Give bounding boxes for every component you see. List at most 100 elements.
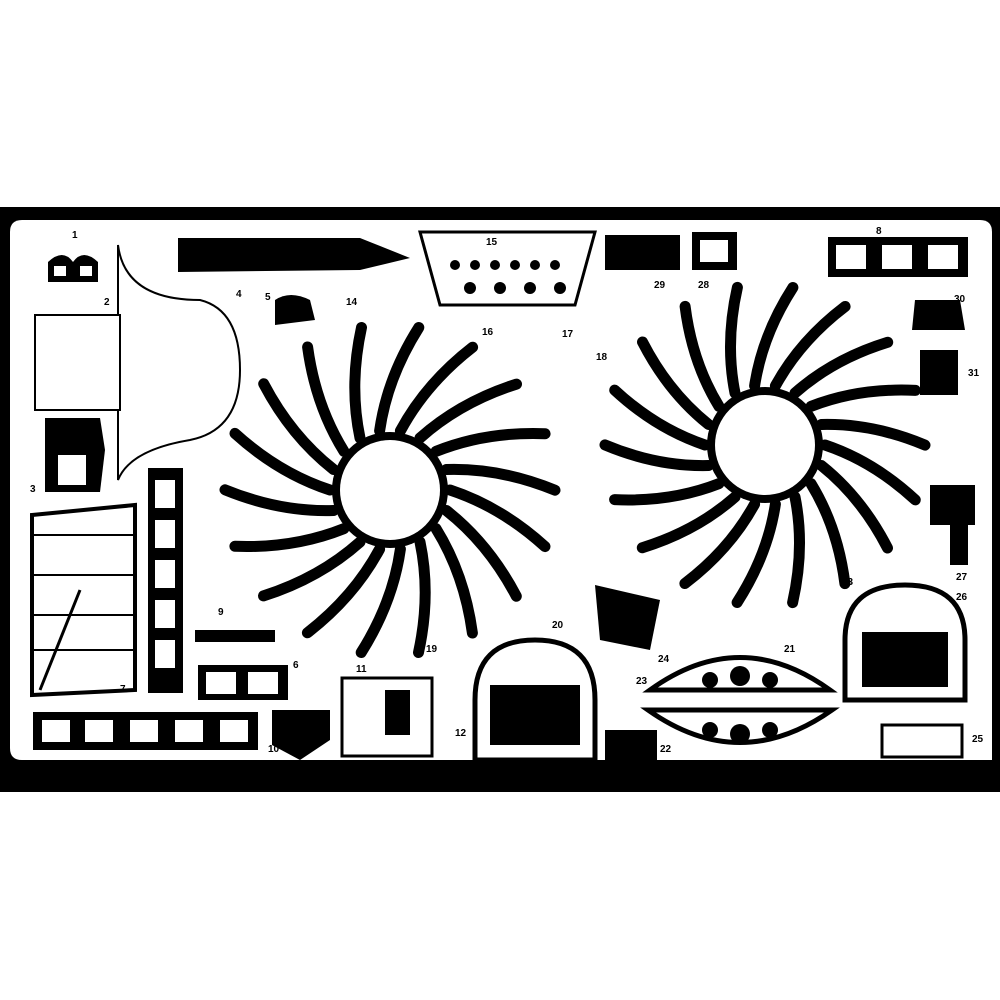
part-5 bbox=[275, 295, 315, 325]
part-3-window bbox=[58, 455, 86, 485]
part-12-bulkhead bbox=[472, 637, 598, 763]
exhaust-stack bbox=[815, 460, 893, 554]
exhaust-stack bbox=[787, 491, 806, 609]
exhaust-stack bbox=[805, 478, 851, 590]
exhaust-stack bbox=[440, 463, 561, 496]
exhaust-stack bbox=[355, 543, 406, 658]
label-13: 13 bbox=[842, 577, 854, 588]
exhaust-stack bbox=[599, 439, 715, 472]
exhaust-stack bbox=[430, 523, 478, 639]
label-28: 28 bbox=[698, 280, 710, 291]
exhaust-stack bbox=[229, 523, 350, 553]
label-18: 18 bbox=[596, 352, 608, 363]
exhaust-stack bbox=[609, 384, 711, 451]
label-11: 11 bbox=[356, 664, 367, 675]
label-3: 3 bbox=[30, 484, 36, 495]
part-10 bbox=[272, 710, 330, 760]
label-1: 1 bbox=[72, 230, 78, 241]
label-6: 6 bbox=[293, 660, 299, 671]
exhaust-stack bbox=[440, 505, 522, 602]
part-4 bbox=[178, 238, 410, 272]
engine-cowl-left bbox=[219, 322, 561, 658]
exhaust-stack bbox=[374, 322, 425, 437]
label-8: 8 bbox=[876, 226, 882, 237]
exhaust-stack bbox=[430, 427, 551, 457]
exhaust-stack bbox=[636, 491, 741, 554]
label-20: 20 bbox=[552, 620, 564, 631]
exhaust-stack bbox=[819, 439, 921, 506]
exhaust-stack bbox=[724, 281, 743, 399]
exhaust-stack bbox=[637, 336, 715, 430]
origin: Made in Czech Republic bbox=[732, 771, 858, 783]
exhaust-stack bbox=[679, 498, 761, 589]
label-4: 4 bbox=[236, 289, 242, 300]
part-30 bbox=[912, 300, 965, 330]
label-5: 5 bbox=[265, 292, 271, 303]
copyright: (c)1996 bbox=[900, 771, 938, 783]
label-31: 31 bbox=[968, 368, 980, 379]
exhaust-stack bbox=[229, 427, 336, 496]
part-8-strip-top bbox=[828, 237, 968, 277]
part-21-covers bbox=[640, 655, 840, 745]
fret-window bbox=[10, 220, 992, 760]
label-26: 26 bbox=[956, 592, 968, 603]
exhaust-stack bbox=[302, 341, 350, 457]
exhaust-stack bbox=[609, 478, 725, 506]
exhaust-stack bbox=[258, 378, 340, 475]
model-name: F7F3 TIGERCAT bbox=[168, 767, 296, 784]
engine-cowl-right bbox=[599, 281, 931, 609]
exhaust-stack bbox=[258, 536, 366, 602]
exhaust-stack bbox=[413, 536, 431, 658]
exhaust-stack bbox=[731, 498, 781, 608]
fret-caption: 48 178 F7F3 TIGERCAT EDUARD M.A.Ltd Made… bbox=[48, 767, 938, 784]
exhaust-stack bbox=[301, 543, 386, 639]
part-15 bbox=[418, 230, 597, 307]
part-8-strip-horizontal bbox=[33, 712, 258, 750]
part-11-panel bbox=[340, 676, 434, 758]
part-25 bbox=[880, 723, 964, 759]
part-8-strip-vertical bbox=[148, 468, 183, 693]
label-19: 19 bbox=[426, 644, 438, 655]
part-6 bbox=[195, 630, 288, 700]
label-14: 14 bbox=[346, 297, 358, 308]
label-16: 16 bbox=[482, 327, 494, 338]
label-21: 21 bbox=[784, 644, 796, 655]
label-29: 29 bbox=[654, 280, 666, 291]
part-2-flap bbox=[34, 244, 242, 481]
manufacturer: EDUARD M.A.Ltd bbox=[604, 771, 694, 783]
exhaust-stack bbox=[394, 341, 479, 437]
part-26-bulkhead bbox=[842, 582, 968, 703]
label-25: 25 bbox=[972, 734, 984, 745]
label-9: 9 bbox=[218, 607, 224, 618]
label-24: 24 bbox=[658, 654, 670, 665]
exhaust-stack bbox=[769, 301, 851, 392]
part-labels: 1 2 3 4 5 6 7 8 9 10 11 12 13 14 15 16 1… bbox=[30, 226, 984, 755]
label-7: 7 bbox=[120, 684, 126, 695]
label-30: 30 bbox=[954, 294, 966, 305]
part-22 bbox=[605, 730, 657, 760]
label-27: 27 bbox=[956, 572, 968, 583]
exhaust-stack bbox=[815, 418, 931, 451]
exhaust-stack bbox=[679, 300, 725, 412]
part-31 bbox=[920, 350, 958, 395]
part-1 bbox=[48, 255, 98, 282]
label-10: 10 bbox=[268, 744, 280, 755]
label-15: 15 bbox=[486, 237, 498, 248]
part-27 bbox=[930, 485, 975, 525]
catalog-number: 48 178 bbox=[48, 767, 100, 784]
exhaust-stack bbox=[805, 384, 921, 412]
exhaust-stack bbox=[444, 484, 551, 553]
exhaust-stack bbox=[349, 322, 367, 444]
label-17: 17 bbox=[562, 329, 574, 340]
label-12: 12 bbox=[455, 728, 467, 739]
label-2: 2 bbox=[104, 297, 110, 308]
exhaust-stack bbox=[749, 282, 799, 392]
label-22: 22 bbox=[660, 744, 672, 755]
exhaust-stack bbox=[219, 484, 340, 517]
label-23: 23 bbox=[636, 676, 648, 687]
part-7 bbox=[30, 502, 137, 698]
exhaust-stack bbox=[414, 378, 522, 444]
part-29 bbox=[605, 235, 680, 270]
part-24 bbox=[595, 585, 660, 650]
